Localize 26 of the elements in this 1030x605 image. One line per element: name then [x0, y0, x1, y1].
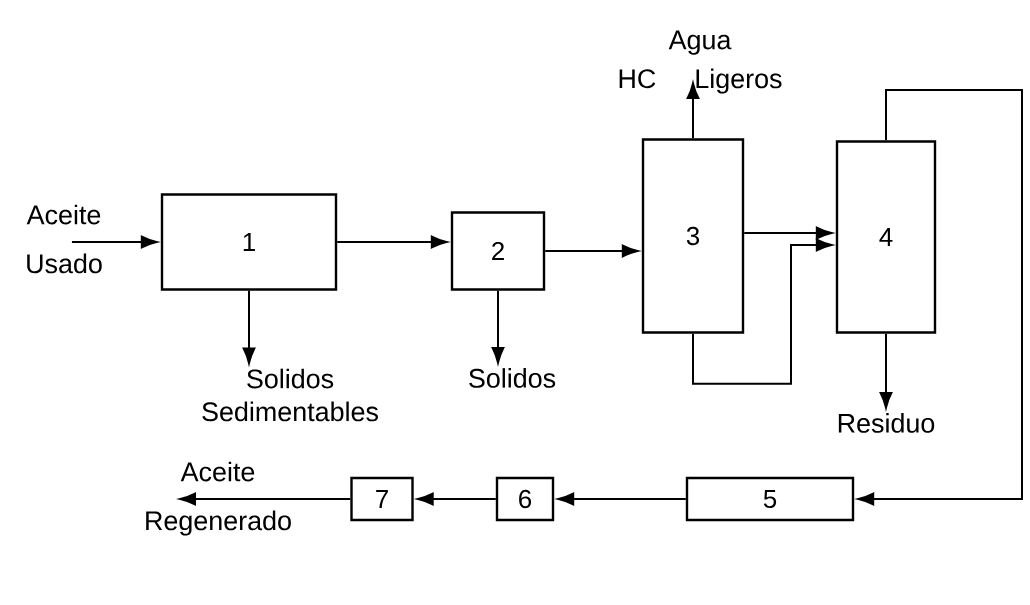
arrow: [879, 332, 893, 409]
arrow: [692, 238, 833, 385]
process-box: 6: [495, 476, 555, 522]
process-box: 2: [450, 211, 546, 291]
arrow: [544, 244, 639, 258]
arrow: [743, 226, 833, 240]
arrow: [417, 492, 497, 506]
process-box: 4: [835, 140, 937, 334]
stream-label: Agua HC Ligeros: [619, 30, 782, 94]
arrow: [179, 492, 352, 506]
stream-label: Solidos Sedimentables: [202, 368, 378, 422]
process-box: 3: [641, 138, 745, 334]
stream-label: Solidos: [469, 368, 556, 388]
process-box: 5: [685, 476, 855, 522]
stream-label: Aceite Regenerado: [146, 461, 291, 536]
arrow: [70, 235, 158, 249]
process-box: 7: [350, 476, 414, 522]
arrow: [557, 492, 687, 506]
process-box: 1: [160, 193, 338, 291]
stream-label: Residuo: [838, 413, 935, 433]
arrow: [686, 82, 700, 140]
stream-label: Aceite Usado: [26, 204, 102, 274]
arrow: [242, 289, 256, 365]
arrow: [336, 235, 448, 249]
arrow: [491, 289, 505, 364]
arrow: [857, 89, 1023, 506]
